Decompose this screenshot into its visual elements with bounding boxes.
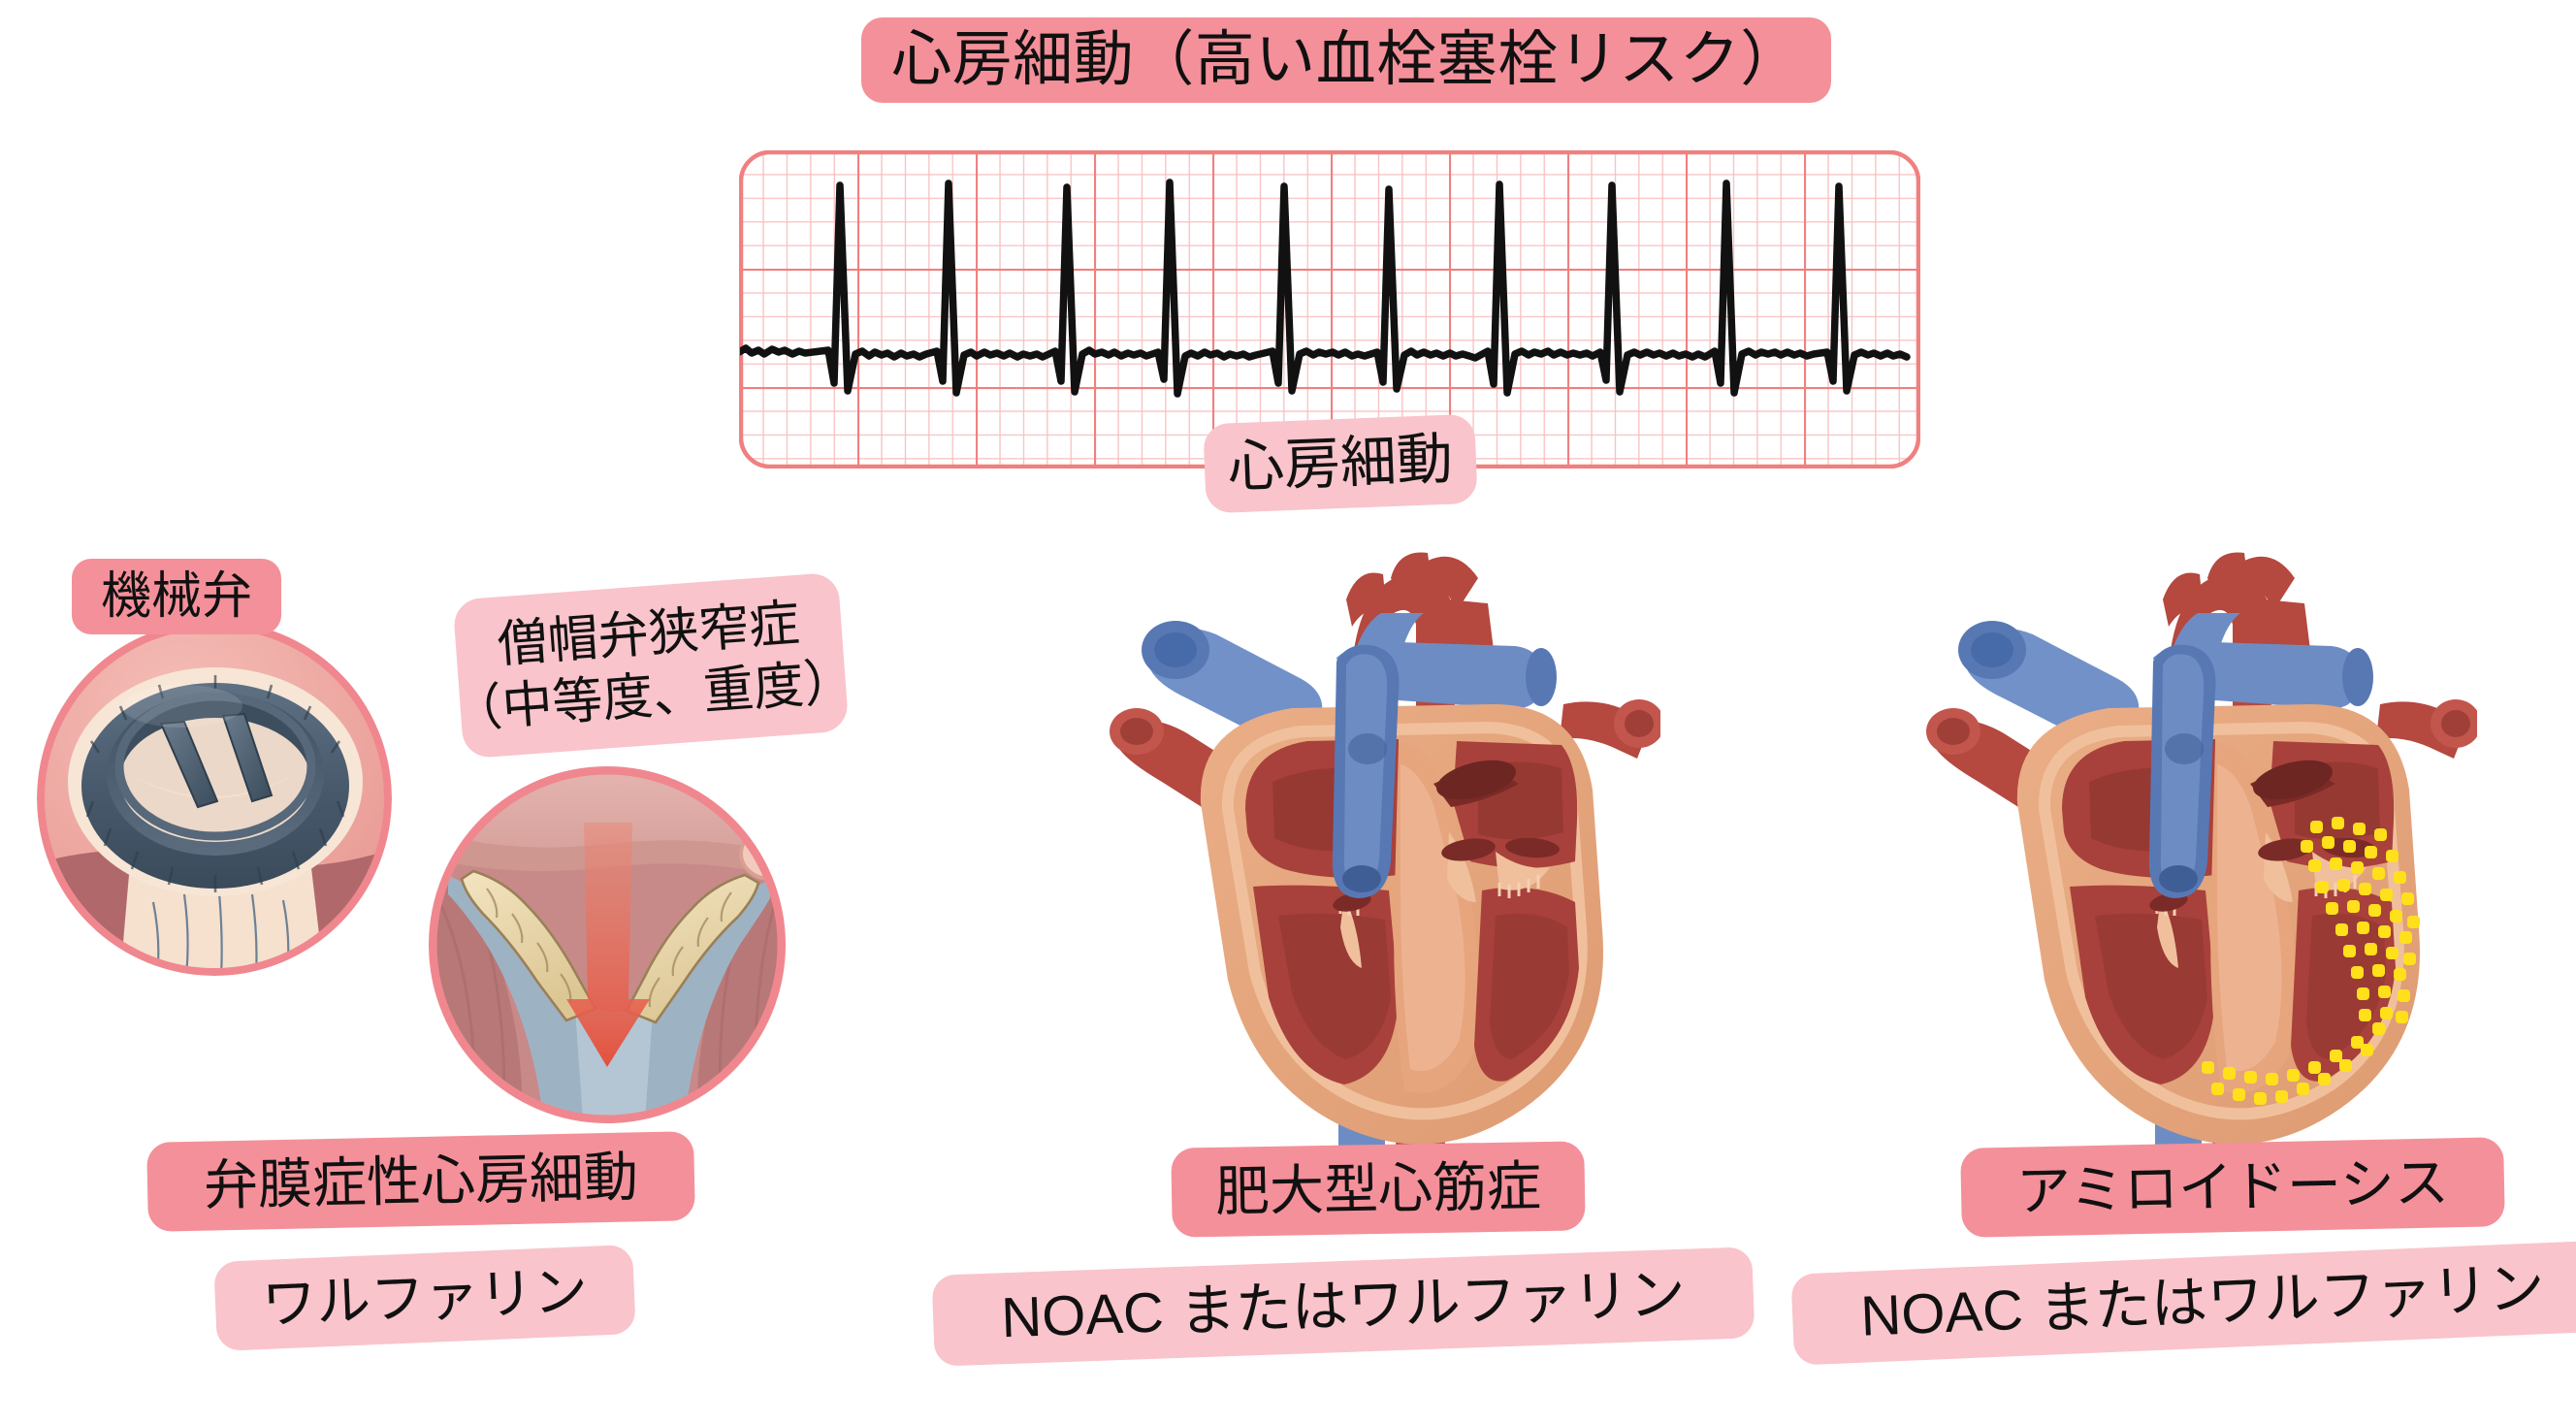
hcm-heart-illustration <box>1108 541 1660 1172</box>
mitral-stenosis-illustration <box>429 766 786 1123</box>
mechanical-valve-illustration <box>37 621 392 976</box>
title-badge: 心房細動（高い血栓塞栓リスク） <box>861 17 1831 103</box>
ecg-strip <box>739 150 1920 469</box>
hcm-treatment-label: NOAC またはワルファリン <box>931 1246 1755 1367</box>
ecg-rhythm-label: 心房細動 <box>1203 413 1478 514</box>
valvular-af-treatment-label: ワルファリン <box>213 1244 636 1352</box>
amyloidosis-treatment-label: NOAC またはワルファリン <box>1790 1240 2576 1366</box>
valvular-af-condition-label: 弁膜症性心房細動 <box>146 1131 695 1232</box>
mitral-stenosis-label: 僧帽弁狭窄症 （中等度、重度） <box>450 571 856 760</box>
amyloid-deposits <box>2202 817 2420 1105</box>
hcm-condition-label: 肥大型心筋症 <box>1171 1141 1586 1238</box>
amyloidosis-heart-illustration <box>1924 541 2477 1172</box>
mechanical-valve-label: 機械弁 <box>72 559 281 634</box>
amyloidosis-condition-label: アミロイドーシス <box>1960 1137 2505 1238</box>
